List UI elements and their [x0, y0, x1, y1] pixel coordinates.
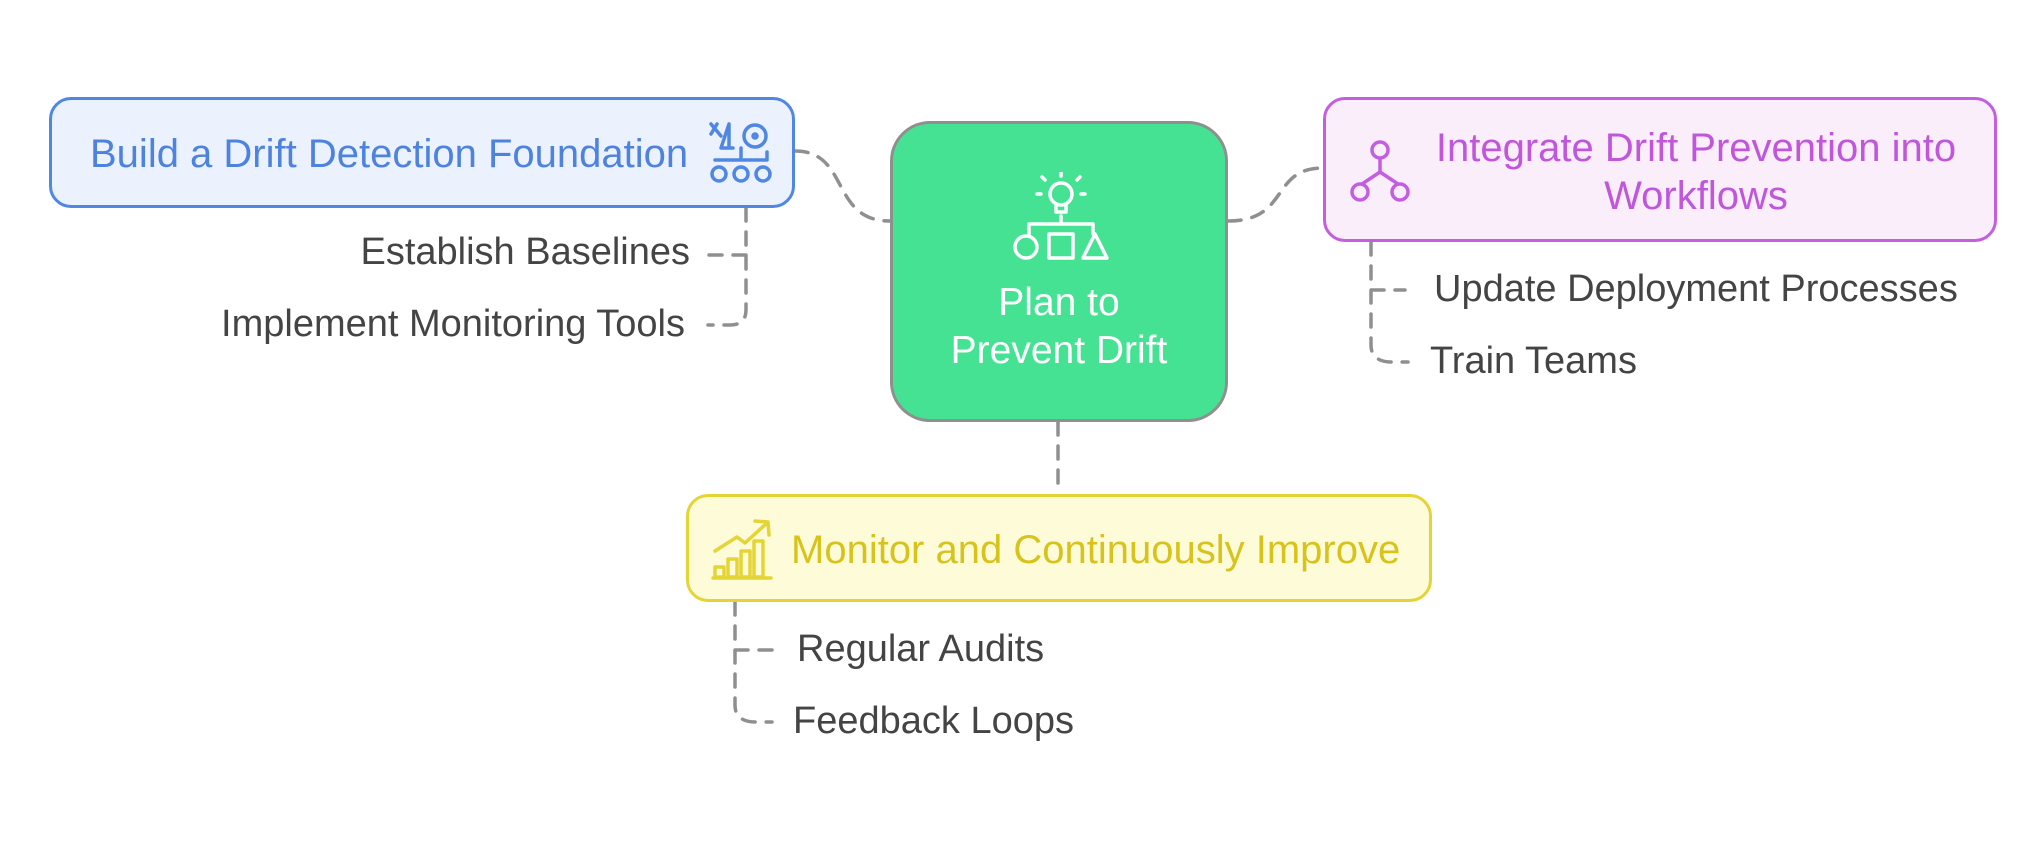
branch-monitor-improve-title: Monitor and Continuously Improve	[791, 528, 1401, 572]
leaf-train-teams: Train Teams	[1430, 340, 1637, 382]
rover-icon	[709, 122, 772, 183]
central-topic[interactable]: Plan to Prevent Drift	[890, 121, 1228, 422]
branch-integrate-workflows-title-line1: Integrate Drift Prevention into	[1435, 126, 1957, 170]
connector-blue-leaves	[706, 206, 748, 327]
branch-integrate-workflows-title: Integrate Drift Prevention into Workflow…	[1416, 124, 1976, 220]
connector-center-to-purple	[1226, 166, 1325, 223]
branch-integrate-workflows[interactable]: Integrate Drift Prevention into Workflow…	[1323, 97, 1997, 242]
branch-integrate-workflows-title-line2: Workflows	[1604, 174, 1788, 218]
connector-center-to-blue	[793, 149, 892, 223]
leaf-regular-audits: Regular Audits	[797, 628, 1045, 670]
leaf-establish-baselines: Establish Baselines	[360, 231, 690, 273]
connector-yellow-leaves	[733, 600, 774, 724]
growth-chart-icon	[711, 519, 773, 580]
branch-drift-detection-title: Build a Drift Detection Foundation	[90, 132, 689, 176]
branch-monitor-improve[interactable]: Monitor and Continuously Improve	[686, 494, 1432, 602]
leaf-feedback-loops: Feedback Loops	[793, 700, 1074, 742]
leaf-implement-monitoring-tools: Implement Monitoring Tools	[221, 303, 685, 345]
branch-nodes-icon	[1350, 140, 1410, 202]
central-topic-title-line2: Prevent Drift	[950, 329, 1168, 372]
branch-drift-detection[interactable]: Build a Drift Detection Foundation	[49, 97, 795, 208]
central-topic-title-line1: Plan to	[998, 281, 1120, 324]
connector-purple-leaves	[1369, 240, 1410, 364]
lightbulb-shapes-icon	[1013, 172, 1109, 260]
leaf-update-deployment-processes: Update Deployment Processes	[1434, 268, 1958, 310]
